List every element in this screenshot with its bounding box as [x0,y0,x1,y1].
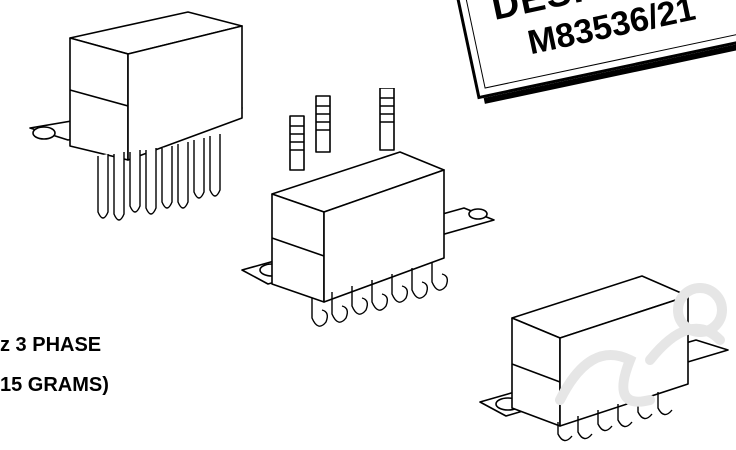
spec-weight-text: 15 GRAMS) [0,374,109,396]
relay-hook-pins-illustration [479,275,729,442]
relay-stud-mount-hook-pins-illustration [241,88,495,327]
spec-phase-text: z 3 PHASE [0,334,102,356]
relay-solder-pins-illustration [29,11,243,221]
designed-to-stamp: DESIGNED TO M83536/21 [452,0,736,100]
